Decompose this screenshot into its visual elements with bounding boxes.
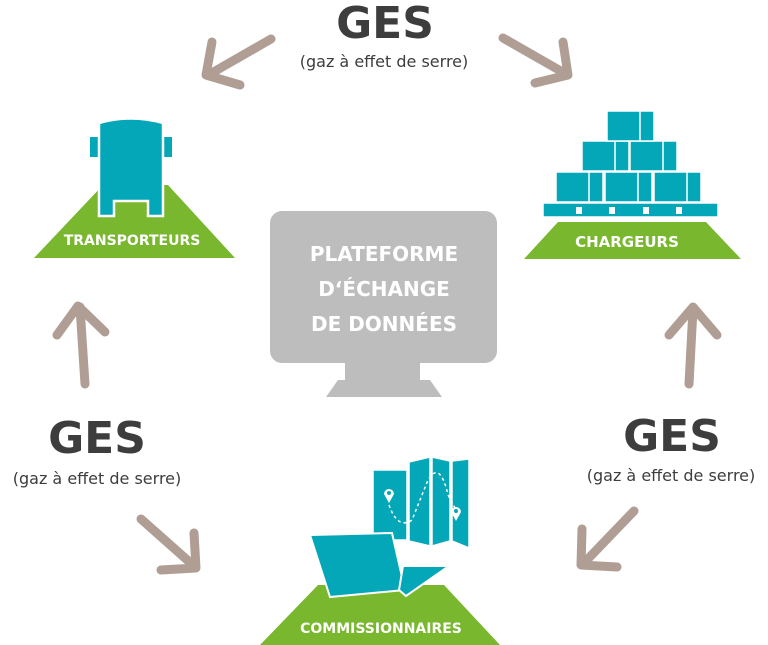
actor-commissionnaires: COMMISSIONNAIRES	[260, 456, 500, 645]
arrow-right-to-chargeurs	[664, 302, 722, 389]
ges-subtitle: (gaz à effet de serre)	[13, 469, 182, 488]
arrows	[52, 33, 722, 575]
commissionnaires-label: COMMISSIONNAIRES	[300, 621, 462, 637]
ges-label-left: GES (gaz à effet de serre)	[13, 413, 182, 488]
ges-subtitle: (gaz à effet de serre)	[300, 52, 469, 71]
data-exchange-platform: PLATEFORME D‘ÉCHANGE DE DONNÉES	[270, 211, 497, 397]
transporteurs-label: TRANSPORTEURS	[64, 233, 201, 249]
ges-label-top: GES (gaz à effet de serre)	[300, 0, 469, 71]
green-base	[260, 585, 500, 645]
ges-title: GES	[623, 411, 721, 462]
actor-chargeurs: CHARGEURS	[524, 110, 741, 259]
computer-monitor-icon	[270, 211, 497, 397]
chargeurs-label: CHARGEURS	[575, 233, 679, 251]
ges-subtitle: (gaz à effet de serre)	[587, 466, 756, 485]
platform-line-2: D‘ÉCHANGE	[318, 277, 450, 301]
ges-title: GES	[336, 0, 434, 49]
green-base	[524, 222, 741, 259]
platform-line-1: PLATEFORME	[310, 242, 458, 266]
platform-line-3: DE DONNÉES	[311, 312, 457, 336]
map-pin-icon	[384, 489, 461, 521]
stacked-boxes-pallet-icon	[542, 110, 719, 218]
actor-transporteurs: TRANSPORTEURS	[34, 117, 235, 258]
arrow-right-to-commissionnaires	[576, 506, 639, 572]
laptop-icon	[308, 531, 453, 599]
arrow-left-to-commissionnaires	[136, 514, 201, 575]
ges-title: GES	[48, 413, 146, 464]
arrow-left-to-transporteurs	[52, 301, 110, 389]
ges-label-right: GES (gaz à effet de serre)	[587, 411, 756, 485]
arrow-top-to-chargeurs	[498, 33, 573, 88]
arrow-top-to-transporteurs	[201, 34, 276, 90]
green-base	[34, 185, 235, 258]
laptop-map-icon	[308, 456, 470, 599]
truck-front-icon	[90, 117, 172, 218]
map-icon	[372, 456, 470, 550]
